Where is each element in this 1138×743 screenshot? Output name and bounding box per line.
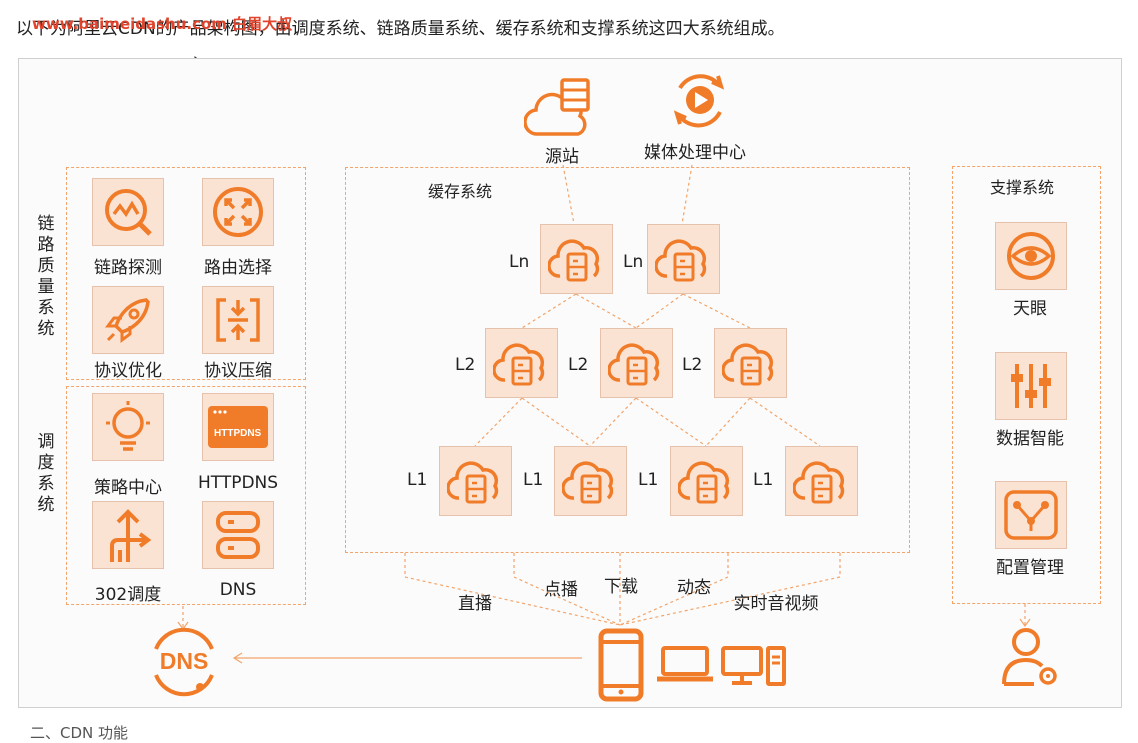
cache-node-l2-2 [600,328,673,398]
dns-globe-icon [154,627,214,697]
service-live: 直播 [458,594,492,614]
service-download: 下载 [604,577,638,597]
cache-title: 缓存系统 [428,182,493,201]
support-title: 支撑系统 [990,178,1055,197]
l1-label-1: L1 [407,470,428,490]
httpdns-tile: HTTPDNS [202,393,274,461]
intro-text: 以下为阿里云CDN的产品架构图，由调度系统、链路质量系统、缓存系统和支撑系统这四… [16,19,785,39]
dns-badge-text: DNS [159,648,209,674]
link-quality-title: 链路质量系统 [37,214,55,339]
architecture-diagram [18,58,1122,708]
dns-tile [202,501,274,569]
cache-node-l1-1 [439,446,512,516]
cache-node-l2-1 [485,328,558,398]
media-play-refresh-icon [673,74,725,128]
sliders-icon [1011,364,1051,408]
policy-center-tile [92,393,164,461]
cache-node-l1-2 [554,446,627,516]
l1-label-2: L1 [523,470,544,490]
config-management-tile [995,481,1067,549]
l2-label-3: L2 [682,355,703,375]
cloud-server-icon [721,343,773,386]
link-probe-label: 链路探测 [94,258,162,278]
data-intelligence-tile [995,352,1067,420]
l2-label-2: L2 [568,355,589,375]
eye-icon [1007,232,1055,280]
link-probe-icon [105,189,152,236]
data-intelligence-label: 数据智能 [996,429,1064,449]
next-section-heading: 二、CDN 功能 [30,724,129,742]
cloud-server-icon [446,461,498,504]
route-select-label: 路由选择 [204,258,272,278]
httpdns-badge-text: HTTPDNS [214,428,262,439]
protocol-optimize-label: 协议优化 [94,361,162,381]
ln-label-1: Ln [509,252,530,272]
phone-icon [598,628,644,702]
cloud-server-icon [492,343,544,386]
server-stack-icon [216,511,260,559]
user-gear-icon [1002,628,1057,686]
cache-node-ln-2 [647,224,720,294]
service-rtc: 实时音视频 [733,594,819,614]
route-select-tile [202,178,274,246]
cloud-server-icon [677,461,729,504]
cache-box [345,167,910,553]
sky-eye-label: 天眼 [1013,299,1047,319]
origin-cloud-icon [524,78,590,136]
cloud-server-icon [547,239,599,282]
cache-node-ln-1 [540,224,613,294]
protocol-optimize-tile [92,286,164,354]
support-box [952,166,1101,604]
protocol-compress-label: 协议压缩 [204,361,272,381]
policy-center-label: 策略中心 [94,478,162,498]
route-select-icon [213,187,263,237]
origin-label: 源站 [545,147,579,167]
compress-icon [216,298,260,342]
l2-label-1: L2 [455,355,476,375]
cache-node-l1-4 [785,446,858,516]
config-management-label: 配置管理 [996,558,1064,578]
cloud-server-icon [607,343,659,386]
scheduling-title: 调度系统 [37,432,55,515]
cache-node-l2-3 [714,328,787,398]
cache-node-l1-3 [670,446,743,516]
cloud-server-icon [792,461,844,504]
redirect-302-label: 302调度 [94,585,162,605]
protocol-compress-tile [202,286,274,354]
cloud-server-icon [654,239,706,282]
redirect-302-tile [92,501,164,569]
redirect-arrows-icon [110,509,152,562]
sky-eye-tile [995,222,1067,290]
link-quality-box [66,167,306,380]
l1-label-4: L1 [753,470,774,490]
rocket-icon [105,298,150,343]
l1-label-3: L1 [638,470,659,490]
laptop-icon [657,646,713,682]
media-center-label: 媒体处理中心 [644,143,746,163]
service-vod: 点播 [544,580,578,600]
link-probe-tile [92,178,164,246]
httpdns-label: HTTPDNS [197,473,279,493]
scheduling-box [66,386,306,605]
lightbulb-icon [106,401,150,451]
service-dynamic: 动态 [677,578,711,598]
cloud-server-icon [561,461,613,504]
ln-label-2: Ln [623,252,644,272]
httpdns-icon [208,406,268,448]
watermark: www.baimeidashu.com 白眉大叔 [32,15,293,33]
dns-label: DNS [219,580,257,600]
config-graph-icon [1004,490,1058,540]
desktop-pc-icon [721,646,786,686]
